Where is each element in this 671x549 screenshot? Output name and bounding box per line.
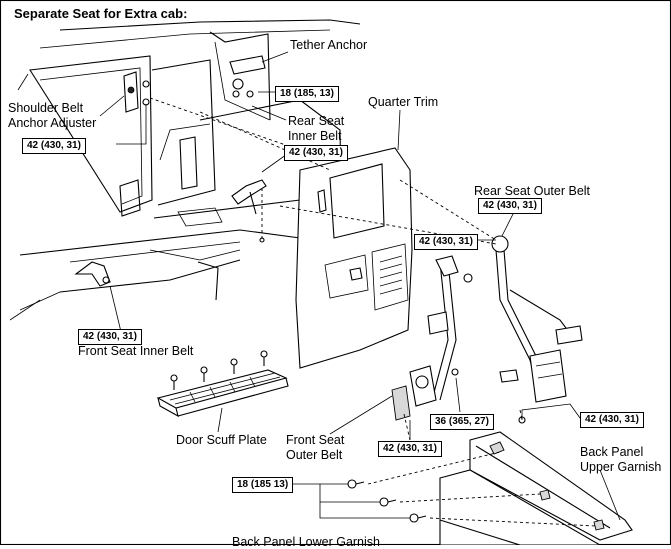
- label-shoulder-belt-line2: Anchor Adjuster: [8, 116, 97, 130]
- torque-front-inner: 42 (430, 31): [78, 329, 142, 345]
- torque-shoulder-belt: 42 (430, 31): [22, 138, 86, 154]
- alignment-dashes: [149, 97, 597, 527]
- back-panel-garnish: [347, 431, 633, 545]
- torque-tether-anchor: 18 (185, 13): [275, 86, 339, 102]
- label-rear-inner-line1: Rear Seat: [288, 114, 345, 128]
- diagram-title: Separate Seat for Extra cab:: [14, 6, 188, 21]
- label-back-lower: Back Panel Lower Garnish: [232, 535, 380, 549]
- torque-front-outer-retractor: 36 (365, 27): [430, 414, 494, 430]
- torque-rear-outer-upper: 42 (430, 31): [478, 198, 542, 214]
- label-tether-anchor: Tether Anchor: [290, 38, 368, 52]
- torque-rear-outer-lower: 42 (430, 31): [580, 412, 644, 428]
- torque-rear-inner: 42 (430, 31): [284, 145, 348, 161]
- torque-back-garnish: 18 (185 13): [232, 477, 294, 493]
- label-quarter-trim: Quarter Trim: [368, 95, 439, 109]
- label-rear-inner-line2: Inner Belt: [288, 129, 342, 143]
- door-scuff-plate: [156, 350, 289, 418]
- scuff-plate-screws: [170, 350, 268, 390]
- leader-lines: [99, 51, 621, 521]
- label-front-outer-line2: Outer Belt: [286, 448, 343, 462]
- label-front-inner: Front Seat Inner Belt: [78, 344, 194, 358]
- torque-front-outer: 42 (430, 31): [378, 441, 442, 457]
- garnish-bolts: [347, 479, 427, 523]
- label-door-scuff: Door Scuff Plate: [176, 433, 267, 447]
- front-seat-outer-belt: [391, 255, 473, 421]
- quarter-trim-panel: [295, 147, 413, 369]
- label-front-outer-line1: Front Seat: [286, 433, 345, 447]
- label-shoulder-belt-line1: Shoulder Belt: [8, 101, 84, 115]
- rear-seat-outer-belt: [491, 235, 583, 424]
- label-back-upper-line1: Back Panel: [580, 445, 644, 459]
- torque-rear-outer-anchor: 42 (430, 31): [414, 234, 478, 250]
- label-rear-outer: Rear Seat Outer Belt: [474, 184, 591, 198]
- label-back-upper-line2: Upper Garnish: [580, 460, 662, 474]
